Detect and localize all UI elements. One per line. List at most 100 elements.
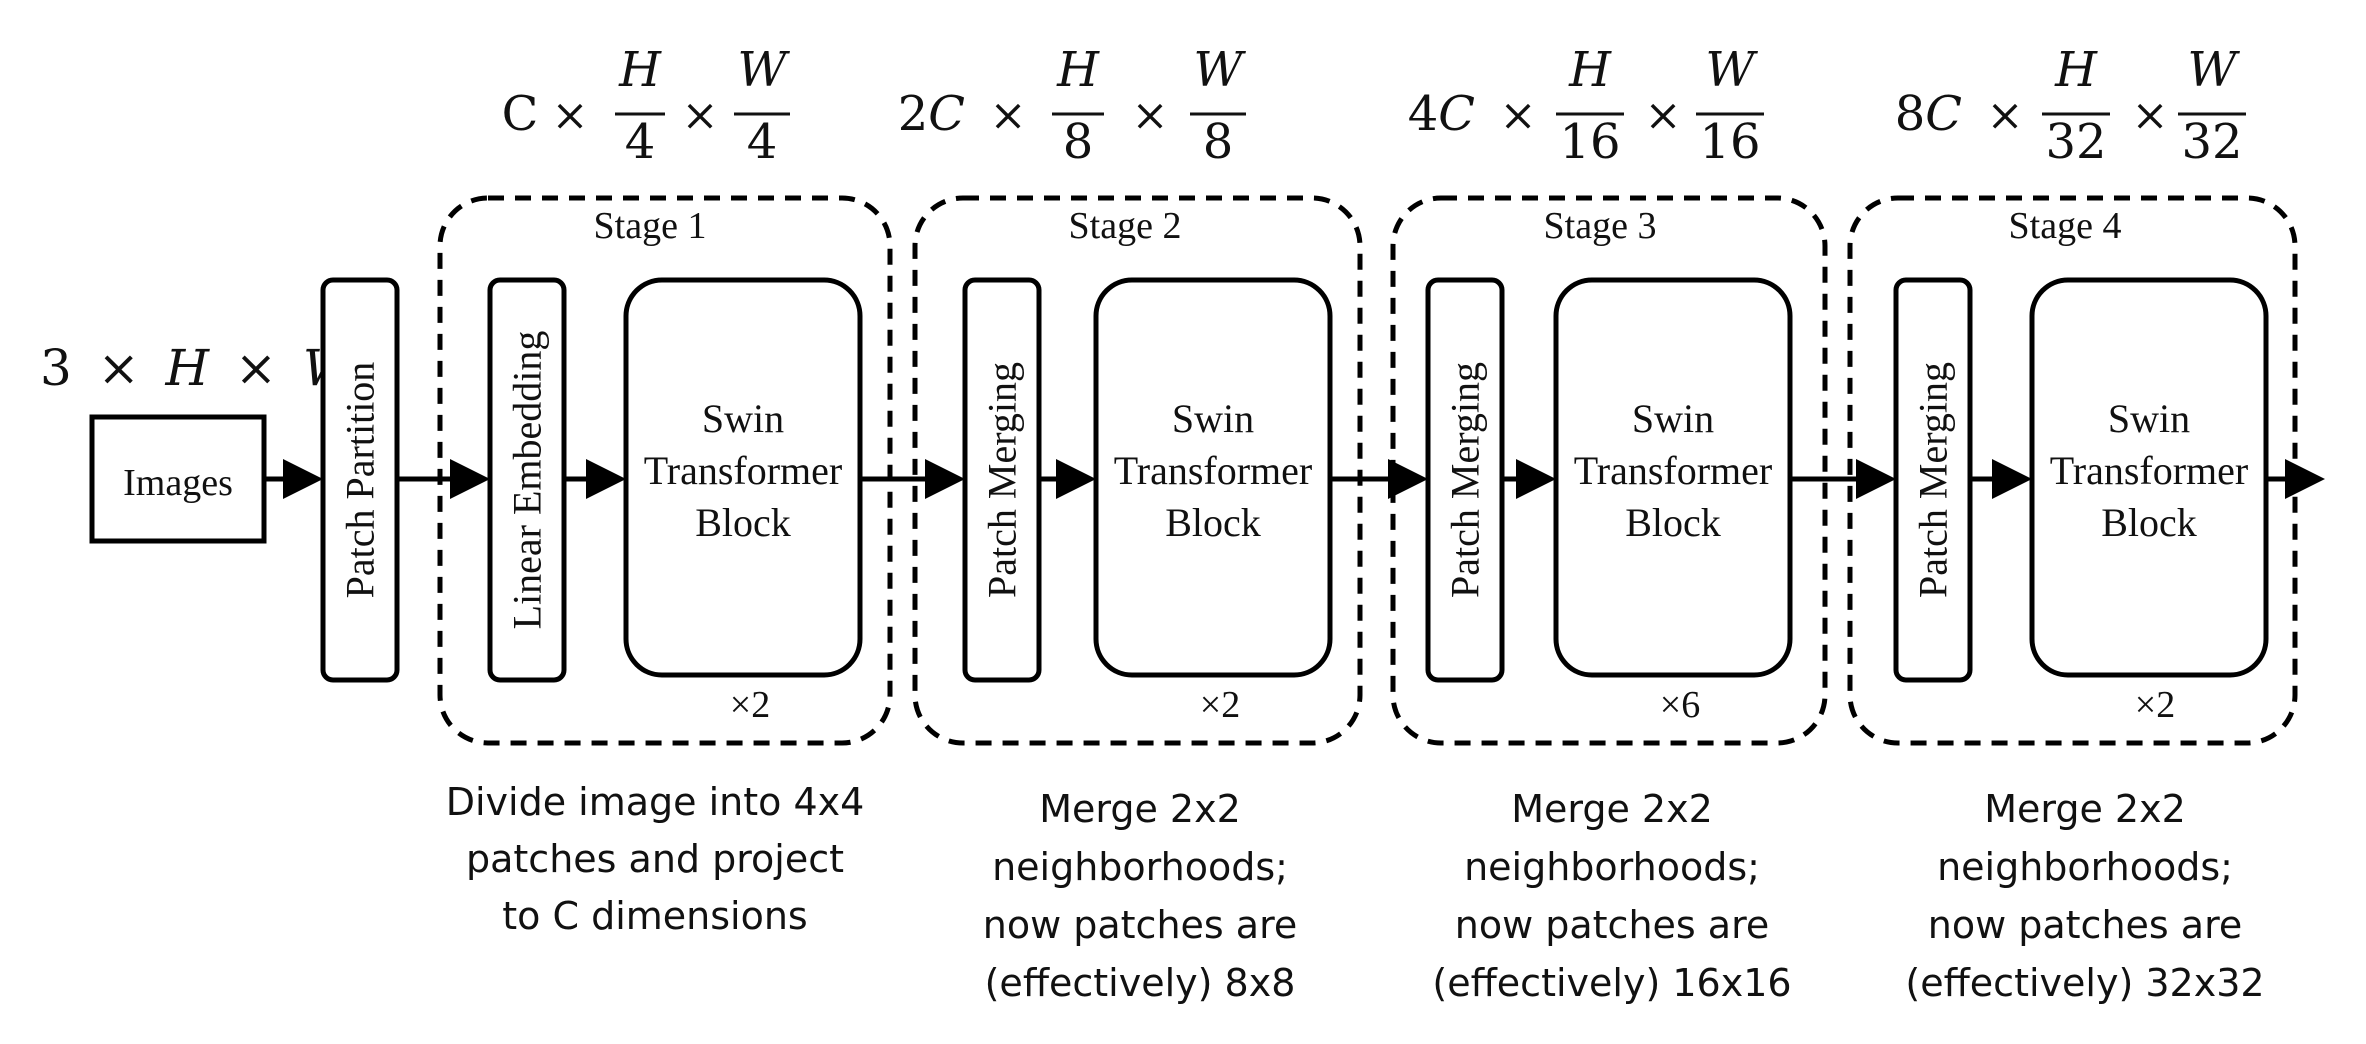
stage-3-swin-line-1: Swin xyxy=(1632,396,1714,441)
stage-1: Stage 1 Linear Embedding Swin Transforme… xyxy=(437,195,893,746)
stage-1-swin-line-3: Block xyxy=(695,500,791,545)
stage-3-dims-coef: 4 xyxy=(1408,86,1439,142)
stage-1-note: Divide image into 4x4 patches and projec… xyxy=(446,780,865,938)
svg-text:8C: 8C xyxy=(1895,86,1962,142)
stage-2-dims-times-1: × xyxy=(990,90,1027,141)
stage-2-note-line-3: now patches are xyxy=(983,903,1297,947)
stage-2-note: Merge 2x2 neighborhoods; now patches are… xyxy=(983,787,1297,1005)
stage-3-note: Merge 2x2 neighborhoods; now patches are… xyxy=(1432,787,1791,1005)
stage-4-note-line-1: Merge 2x2 xyxy=(1984,787,2186,831)
stage-1-dims-times-1: × xyxy=(552,90,589,141)
stage-4-swin-line-2: Transformer xyxy=(2050,448,2249,493)
stage-2-dims-coef: 2 xyxy=(898,86,929,142)
svg-text:3 × H ×: 3 × H × W xyxy=(40,339,358,397)
stage-2-dims-num-w: W xyxy=(1193,42,1246,98)
stage-4-dims-den-h: 32 xyxy=(2045,114,2106,170)
stage-4-dims-den-w: 32 xyxy=(2181,114,2242,170)
stage-3-swin-line-2: Transformer xyxy=(1574,448,1773,493)
stage-3-dims-times-1: × xyxy=(1500,90,1537,141)
stage-2-swin-line-2: Transformer xyxy=(1114,448,1313,493)
stage-4-dims-coef-var: C xyxy=(1925,86,1962,142)
stage-3-dims-times-2: × xyxy=(1645,90,1682,141)
stage-1-dims-coef: C xyxy=(502,86,539,142)
stage-1-dims-num-h: H xyxy=(618,42,662,98)
stage-2-dims-coef-var: C xyxy=(928,86,965,142)
input-shape-times-2: × xyxy=(235,339,277,397)
patch-partition-label: Patch Partition xyxy=(338,362,383,599)
stage-3-repeat: ×6 xyxy=(1660,684,1700,726)
stage-2-note-line-2: neighborhoods; xyxy=(992,845,1288,889)
stage-4-note-line-4: (effectively) 32x32 xyxy=(1905,961,2264,1005)
stage-3-note-line-2: neighborhoods; xyxy=(1464,845,1760,889)
stage-2-repeat: ×2 xyxy=(1200,684,1240,726)
stage-1-swin-line-1: Swin xyxy=(702,396,784,441)
stage-4-dims: 8C × H 32 × W 32 xyxy=(1895,42,2246,170)
stage-3-swin-line-3: Block xyxy=(1625,500,1721,545)
stage-3-dims-num-h: H xyxy=(1568,42,1612,98)
stage-3-dims-coef-var: C xyxy=(1438,86,1475,142)
stage-4-swin-line-3: Block xyxy=(2101,500,2197,545)
stage-4-note: Merge 2x2 neighborhoods; now patches are… xyxy=(1905,787,2264,1005)
stage-2-swin-block: Swin Transformer Block xyxy=(1093,277,1333,678)
stage-3-dims-num-w: W xyxy=(1705,42,1758,98)
images-node: Images xyxy=(89,414,267,544)
stage-1-swin-line-2: Transformer xyxy=(644,448,843,493)
stage-1-dims-num-w: W xyxy=(737,42,790,98)
stage-4-patch-merging-label: Patch Merging xyxy=(1911,362,1956,598)
stage-2-patch-merging-node: Patch Merging xyxy=(962,277,1042,683)
input-shape-label: 3 × H × W xyxy=(40,339,358,397)
svg-text:2C: 2C xyxy=(898,86,965,142)
images-label: Images xyxy=(123,462,233,504)
stage-3-patch-merging-node: Patch Merging xyxy=(1425,277,1505,683)
stage-3-swin-block: Swin Transformer Block xyxy=(1553,277,1793,678)
stage-2-swin-line-1: Swin xyxy=(1172,396,1254,441)
stage-3-note-line-1: Merge 2x2 xyxy=(1511,787,1713,831)
stage-3-dims: 4C × H 16 × W 16 xyxy=(1408,42,1764,170)
stage-1-title: Stage 1 xyxy=(594,205,707,247)
stage-4-patch-merging-node: Patch Merging xyxy=(1893,277,1973,683)
stage-1-repeat: ×2 xyxy=(730,684,770,726)
input-shape-coef: 3 xyxy=(40,339,72,397)
stage-1-swin-block: Swin Transformer Block xyxy=(623,277,863,678)
patch-partition-node: Patch Partition xyxy=(320,277,400,683)
stage-3: Stage 3 Patch Merging Swin Transformer B… xyxy=(1390,195,1828,746)
stage-3-note-line-4: (effectively) 16x16 xyxy=(1432,961,1791,1005)
stage-3-patch-merging-label: Patch Merging xyxy=(1443,362,1488,598)
stage-2-patch-merging-label: Patch Merging xyxy=(980,362,1025,598)
stage-2-note-line-4: (effectively) 8x8 xyxy=(985,961,1296,1005)
linear-embedding-node: Linear Embedding xyxy=(487,277,567,683)
stage-3-title: Stage 3 xyxy=(1544,205,1657,247)
stage-4-swin-line-1: Swin xyxy=(2108,396,2190,441)
stage-4-dims-coef: 8 xyxy=(1895,86,1926,142)
stage-4-note-line-3: now patches are xyxy=(1928,903,2242,947)
stage-3-dims-den-w: 16 xyxy=(1699,114,1760,170)
stage-4-note-line-2: neighborhoods; xyxy=(1937,845,2233,889)
stage-1-note-line-2: patches and project xyxy=(466,837,844,881)
stage-2-dims: 2C × H 8 × W 8 xyxy=(898,42,1247,170)
stage-2-dims-times-2: × xyxy=(1132,90,1169,141)
stage-4: Stage 4 Patch Merging Swin Transformer B… xyxy=(1847,195,2298,746)
stage-4-repeat: ×2 xyxy=(2135,684,2175,726)
stage-4-dims-num-w: W xyxy=(2187,42,2240,98)
stage-1-note-line-1: Divide image into 4x4 xyxy=(446,780,865,824)
stage-1-dims: C × H 4 × W 4 xyxy=(502,42,791,170)
svg-text:4C: 4C xyxy=(1408,86,1475,142)
stage-2-swin-line-3: Block xyxy=(1165,500,1261,545)
stage-2: Stage 2 Patch Merging Swin Transformer B… xyxy=(912,195,1363,746)
stage-2-dims-den-h: 8 xyxy=(1063,114,1094,170)
stage-1-note-line-3: to C dimensions xyxy=(502,894,807,938)
stage-1-dims-den-w: 4 xyxy=(747,114,778,170)
stage-4-swin-block: Swin Transformer Block xyxy=(2029,277,2269,678)
stage-1-dims-times-2: × xyxy=(682,90,719,141)
stage-3-note-line-3: now patches are xyxy=(1455,903,1769,947)
stage-2-dims-num-h: H xyxy=(1056,42,1100,98)
stage-2-title: Stage 2 xyxy=(1069,205,1182,247)
stage-4-title: Stage 4 xyxy=(2009,205,2122,247)
stage-1-dims-den-h: 4 xyxy=(625,114,656,170)
stage-2-note-line-1: Merge 2x2 xyxy=(1039,787,1241,831)
stage-4-dims-num-h: H xyxy=(2054,42,2098,98)
stage-2-dims-den-w: 8 xyxy=(1203,114,1234,170)
linear-embedding-label: Linear Embedding xyxy=(505,331,550,630)
stage-4-dims-times-2: × xyxy=(2132,90,2169,141)
